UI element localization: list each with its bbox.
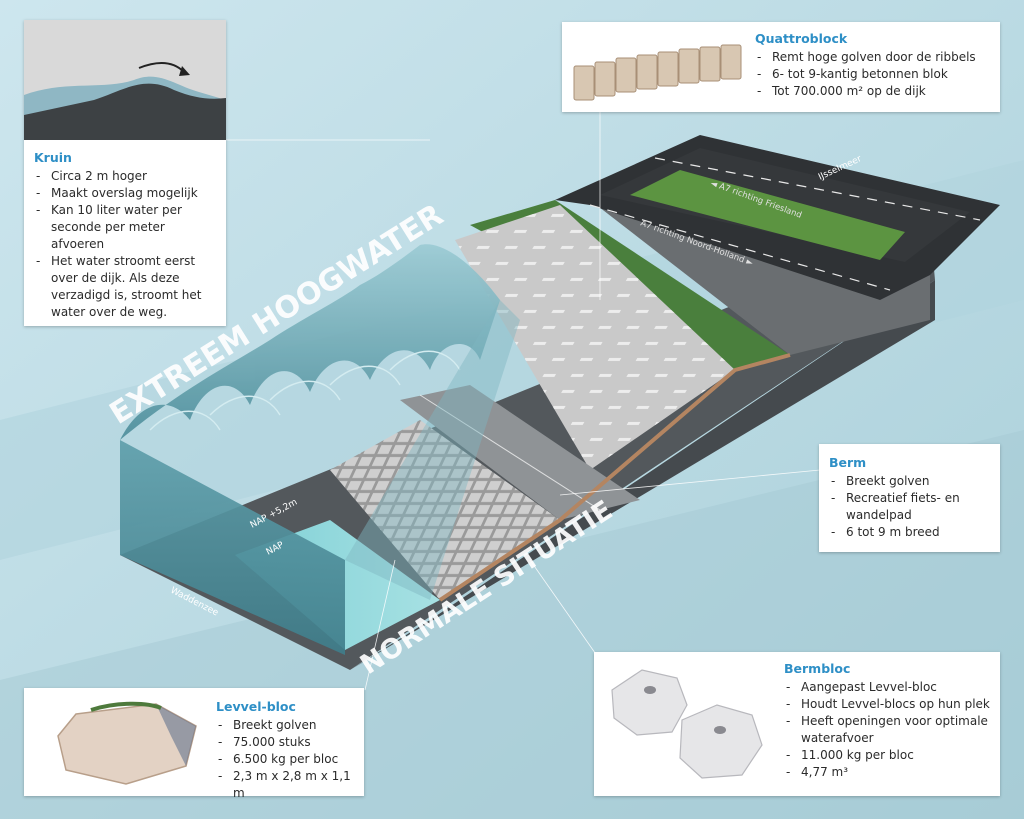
list-item: 75.000 stuks xyxy=(216,734,361,751)
berm-path xyxy=(400,385,640,520)
median-grass xyxy=(630,170,905,260)
bermbloc-illustration xyxy=(611,669,763,779)
quattroblock-card: Quattroblock Remt hoge golven door de ri… xyxy=(562,22,1000,112)
kruin-illustration xyxy=(24,20,226,140)
list-item: Kan 10 liter water per seconde per meter… xyxy=(34,202,220,253)
levvel-list: Breekt golven 75.000 stuks 6.500 kg per … xyxy=(216,717,361,802)
list-item: Het water stroomt eerst over de dijk. Al… xyxy=(34,253,220,321)
levvel-card: Levvel-bloc Breekt golven 75.000 stuks 6… xyxy=(24,688,364,800)
list-item: Houdt Levvel-blocs op hun plek xyxy=(784,696,996,713)
list-item: Recreatief fiets- en wandelpad xyxy=(829,490,995,524)
kruin-card: Kruin Circa 2 m hoger Maakt overslag mog… xyxy=(24,20,226,326)
list-item: Tot 700.000 m² op de dijk xyxy=(755,83,995,100)
berm-list: Breekt golven Recreatief fiets- en wande… xyxy=(829,473,995,541)
list-item: Circa 2 m hoger xyxy=(34,168,220,185)
list-item: 6 tot 9 m breed xyxy=(829,524,995,541)
berm-title: Berm xyxy=(829,455,867,470)
list-item: 6.500 kg per bloc xyxy=(216,751,361,768)
list-item: 6- tot 9-kantig betonnen blok xyxy=(755,66,995,83)
levvel-illustration xyxy=(57,701,197,785)
leader-lines xyxy=(225,110,821,691)
quattroblock-illustration xyxy=(573,44,742,101)
list-item: Breekt golven xyxy=(216,717,361,734)
quattroblock-title: Quattroblock xyxy=(755,31,848,46)
storm-water-front xyxy=(120,440,345,655)
list-item: Maakt overslag mogelijk xyxy=(34,185,220,202)
bermbloc-title: Bermbloc xyxy=(784,661,851,676)
quattroblock-list: Remt hoge golven door de ribbels 6- tot … xyxy=(755,49,995,100)
levvel-title: Levvel-bloc xyxy=(216,699,296,714)
bermbloc-list: Aangepast Levvel-bloc Houdt Levvel-blocs… xyxy=(784,679,996,781)
list-item: Aangepast Levvel-bloc xyxy=(784,679,996,696)
storm-waves xyxy=(120,244,500,440)
bermbloc-card: Bermbloc Aangepast Levvel-bloc Houdt Lev… xyxy=(594,652,1000,796)
levvel-slope xyxy=(330,420,560,600)
list-item: Heeft openingen voor optimale waterafvoe… xyxy=(784,713,996,747)
list-item: 2,3 m x 2,8 m x 1,1 m xyxy=(216,768,361,802)
list-item: 4,77 m³ xyxy=(784,764,996,781)
list-item: Breekt golven xyxy=(829,473,995,490)
list-item: 11.000 kg per bloc xyxy=(784,747,996,764)
berm-card: Berm Breekt golven Recreatief fiets- en … xyxy=(819,444,1000,552)
kruin-list: Circa 2 m hoger Maakt overslag mogelijk … xyxy=(34,168,220,321)
kruin-title: Kruin xyxy=(34,150,72,165)
list-item: Remt hoge golven door de ribbels xyxy=(755,49,995,66)
